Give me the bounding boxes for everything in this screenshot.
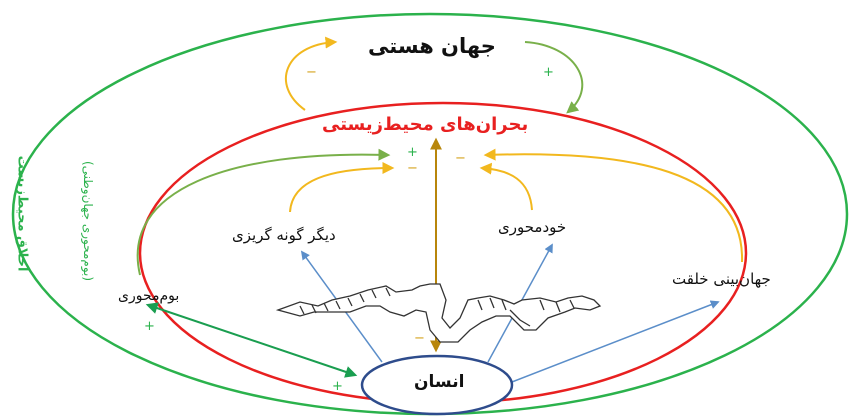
othering-label: دیگر گونه گریزی [232, 226, 336, 244]
human-to-worldview-arrow [511, 300, 720, 383]
sign-left-plus-lower: + [332, 379, 343, 394]
sign-top-right: + [543, 65, 554, 80]
worldview-label: جهان‌بینی خلقت [672, 270, 771, 288]
sign-center-minus-right: − [455, 151, 466, 166]
top-left-arrow [285, 36, 338, 111]
sign-bottom-minus: − [414, 331, 425, 346]
sign-top-left: − [306, 65, 317, 80]
sign-center-minus-left: − [407, 161, 418, 176]
gear-wave-drawing [275, 283, 602, 343]
ethics-label: اخلاق محیط‌زیست [14, 155, 30, 272]
outer-title: جهان هستی [368, 34, 496, 58]
inner-title: بحران‌های محیط‌زیستی [322, 114, 529, 135]
outer-ellipse [11, 12, 849, 416]
human-label: انسان [414, 372, 465, 392]
ethics-sublabel: (بوم‌محوری جهان‌وطنی) [81, 160, 96, 282]
worldview-curve-arrow [483, 148, 744, 263]
othering-curve-arrow [289, 162, 395, 213]
self-centered-label: خودمحوری [498, 218, 567, 236]
top-right-arrow [524, 41, 584, 114]
ecocentric-curve-arrow [136, 148, 391, 276]
ethics-double-arrow [145, 302, 358, 378]
human-ellipse [360, 354, 514, 416]
ecocentric-label: بوم‌محوری [118, 288, 180, 304]
self-centered-curve-arrow [479, 162, 533, 211]
sign-center-plus: + [407, 145, 418, 160]
sign-left-plus-upper: + [144, 319, 155, 334]
